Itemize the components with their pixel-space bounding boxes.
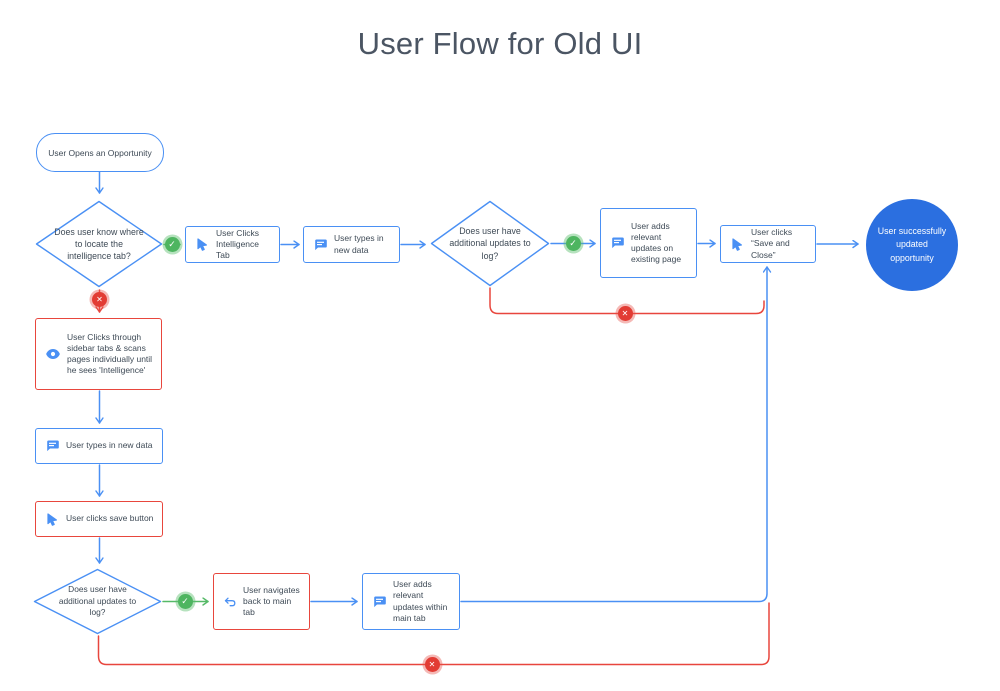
node-decision-locate: Does user know where to locate the intel… xyxy=(35,200,163,288)
click-icon xyxy=(196,238,209,251)
check-glyph: ✓ xyxy=(569,238,577,248)
node-clicks-save-button: User clicks save button xyxy=(35,501,163,537)
node-types-new-data-left: User types in new data xyxy=(35,428,163,464)
node-types-new-data-top-label: User types in new data xyxy=(334,233,384,255)
page-title: User Flow for Old UI xyxy=(357,26,643,61)
chat-icon xyxy=(373,596,386,608)
node-types-new-data-top: User types in new data xyxy=(303,226,400,263)
x-glyph: ✕ xyxy=(428,660,436,669)
eye-icon xyxy=(46,349,60,359)
click-icon xyxy=(46,512,59,526)
check-icon: ✓ xyxy=(177,594,193,609)
node-clicks-intelligence-tab-label: User Clicks Intelligence Tab xyxy=(216,227,260,261)
node-start: User Opens an Opportunity xyxy=(36,133,164,172)
x-glyph: ✕ xyxy=(621,309,629,318)
check-glyph: ✓ xyxy=(168,239,176,249)
node-clicks-save-button-label: User clicks save button xyxy=(66,513,154,524)
edge-adds-main-to-save-close xyxy=(460,266,767,603)
x-glyph: ✕ xyxy=(96,294,103,304)
node-navigates-back: User navigates back to main tab xyxy=(213,573,310,630)
node-adds-updates-existing-label: User adds relevant updates on existing p… xyxy=(631,220,682,265)
node-adds-updates-existing: User adds relevant updates on existing p… xyxy=(600,208,697,278)
return-icon xyxy=(224,597,236,607)
check-icon: ✓ xyxy=(565,236,581,251)
check-glyph: ✓ xyxy=(181,596,189,606)
diamond-shape xyxy=(33,568,162,635)
node-decision-updates-bottom: Does user have additional updates to log… xyxy=(33,568,162,635)
node-decision-updates-top: Does user have additional updates to log… xyxy=(430,200,550,287)
chat-icon xyxy=(314,239,327,251)
node-end: User successfully updated opportunity xyxy=(866,199,958,291)
click-icon xyxy=(731,237,744,251)
node-sidebar-scan: User Clicks through sidebar tabs & scans… xyxy=(35,318,162,390)
node-navigates-back-label: User navigates back to main tab xyxy=(243,584,300,618)
node-adds-updates-main-tab: User adds relevant updates within main t… xyxy=(362,573,460,630)
node-types-new-data-left-label: User types in new data xyxy=(66,440,153,451)
chat-icon xyxy=(46,440,59,452)
x-icon: ✕ xyxy=(617,306,633,321)
node-decision-updates-bottom-label: Does user have additional updates to log… xyxy=(58,583,137,618)
node-clicks-intelligence-tab: User Clicks Intelligence Tab xyxy=(185,226,280,263)
x-icon: ✕ xyxy=(424,657,440,672)
diamond-shape xyxy=(430,200,550,287)
node-decision-updates-top-label: Does user have additional updates to log… xyxy=(449,226,531,261)
node-clicks-save-and-close-label: User clicks “Save and Close” xyxy=(751,227,793,260)
node-adds-updates-main-tab-label: User adds relevant updates within main t… xyxy=(393,579,448,623)
chat-icon xyxy=(611,237,624,249)
x-icon: ✕ xyxy=(92,291,107,307)
node-end-label: User successfully updated opportunity xyxy=(877,226,947,263)
node-decision-locate-label: Does user know where to locate the intel… xyxy=(54,226,144,262)
node-start-label: User Opens an Opportunity xyxy=(48,147,152,158)
node-clicks-save-and-close: User clicks “Save and Close” xyxy=(720,225,816,263)
check-icon: ✓ xyxy=(164,237,180,252)
diamond-shape xyxy=(35,200,163,288)
node-sidebar-scan-label: User Clicks through sidebar tabs & scans… xyxy=(67,331,153,376)
